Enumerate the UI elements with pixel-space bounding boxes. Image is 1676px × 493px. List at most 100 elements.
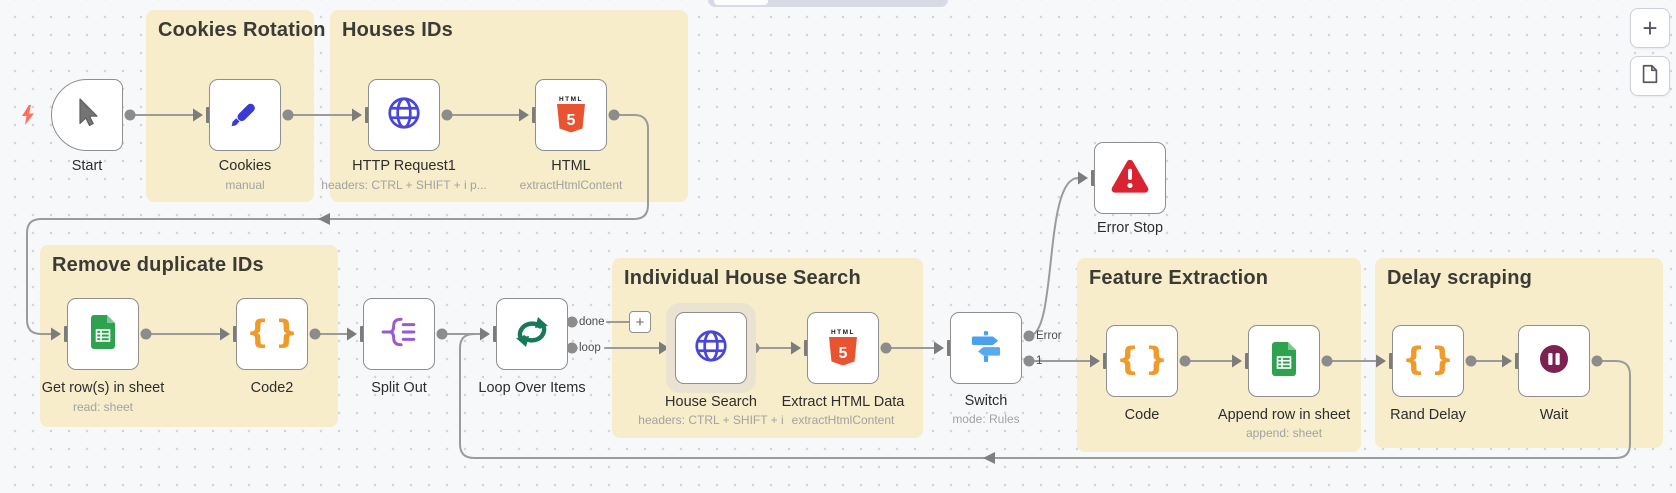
- node-subtitle: headers: CTRL + SHIFT + i: [638, 413, 784, 427]
- code-braces-icon: {}: [1116, 340, 1168, 378]
- node-cookies[interactable]: [209, 79, 281, 151]
- input-arrow: [1502, 354, 1512, 368]
- input-arrow: [659, 341, 669, 355]
- svg-text:5: 5: [567, 112, 576, 129]
- port-label-error: Error: [1036, 330, 1062, 342]
- loop-icon: [513, 315, 551, 354]
- input-arrow: [519, 108, 529, 122]
- output-port[interactable]: [608, 109, 620, 121]
- file-icon: [1639, 63, 1661, 90]
- node-label: Append row in sheet: [1217, 407, 1351, 423]
- code-braces-icon: {}: [246, 313, 298, 351]
- group-title: Feature Extraction: [1089, 267, 1269, 289]
- output-port[interactable]: [309, 328, 321, 340]
- node-label: Code2: [250, 380, 294, 396]
- input-arrow: [934, 341, 944, 355]
- node-label: House Search: [665, 394, 757, 410]
- wire: [26, 114, 649, 335]
- output-port[interactable]: [1321, 355, 1333, 367]
- input-arrow: [480, 327, 490, 341]
- node-rand-delay[interactable]: {}: [1392, 325, 1464, 397]
- output-port[interactable]: [1465, 355, 1477, 367]
- node-label: Loop Over Items: [478, 380, 586, 396]
- node-label: Extract HTML Data: [781, 394, 905, 410]
- output-port[interactable]: [1591, 355, 1603, 367]
- input-arrow: [193, 108, 203, 122]
- switch-icon: [969, 329, 1003, 368]
- node-label: Wait: [1539, 407, 1569, 423]
- output-port-error[interactable]: [1023, 330, 1035, 342]
- node-label: Rand Delay: [1390, 407, 1466, 423]
- zoom-in-button[interactable]: +: [1630, 8, 1670, 48]
- node-subtitle: manual: [225, 178, 265, 192]
- group-title: Cookies Rotation: [158, 19, 326, 41]
- wire-arrow: [318, 213, 330, 225]
- node-get-rows-in-sheet[interactable]: [67, 298, 139, 370]
- input-arrow: [1376, 354, 1386, 368]
- output-port[interactable]: [436, 328, 448, 340]
- node-split-out[interactable]: [363, 298, 435, 370]
- output-port[interactable]: [124, 109, 136, 121]
- globe-icon: [692, 327, 730, 370]
- pencil-icon: [227, 95, 263, 136]
- output-port-loop[interactable]: [566, 342, 578, 354]
- globe-icon: [385, 94, 423, 137]
- output-port[interactable]: [140, 328, 152, 340]
- node-subtitle: extractHtmlContent: [519, 178, 623, 192]
- port-label-done: done: [579, 316, 605, 328]
- warning-icon: [1110, 158, 1150, 199]
- output-port[interactable]: [1179, 355, 1191, 367]
- node-code2[interactable]: {}: [236, 298, 308, 370]
- node-label: Switch: [964, 393, 1008, 409]
- group-title: Delay scraping: [1387, 267, 1533, 289]
- node-error-stop[interactable]: [1094, 142, 1166, 214]
- wire: [459, 333, 1631, 459]
- input-arrow: [1078, 171, 1088, 185]
- port-label-loop: loop: [579, 342, 601, 354]
- output-port-1[interactable]: [1023, 355, 1035, 367]
- node-wait[interactable]: [1518, 325, 1590, 397]
- node-loop-over-items[interactable]: [496, 298, 568, 370]
- output-port[interactable]: [880, 342, 892, 354]
- wire-arrow: [983, 452, 995, 464]
- add-sticky-note-button[interactable]: [1630, 56, 1670, 96]
- plus-icon: +: [1642, 13, 1658, 43]
- input-arrow: [220, 327, 230, 341]
- node-label: Error Stop: [1096, 220, 1164, 236]
- node-label: HTTP Request1: [352, 158, 456, 174]
- node-house-search[interactable]: [675, 312, 747, 384]
- node-start[interactable]: [51, 79, 123, 151]
- node-http-request1[interactable]: [368, 79, 440, 151]
- partial-toolbar: [708, 0, 948, 7]
- cursor-icon: [70, 95, 104, 136]
- output-port[interactable]: [282, 109, 294, 121]
- group-title: Remove duplicate IDs: [52, 254, 264, 276]
- group-title: Houses IDs: [342, 19, 453, 41]
- input-arrow: [1232, 354, 1242, 368]
- node-switch[interactable]: [950, 312, 1022, 384]
- input-arrow: [791, 341, 801, 355]
- node-label: Code: [1124, 407, 1160, 423]
- node-label: Split Out: [371, 380, 427, 396]
- node-subtitle: extractHtmlContent: [791, 413, 895, 427]
- wire: [1028, 177, 1079, 337]
- node-code[interactable]: {}: [1106, 325, 1178, 397]
- output-port-done[interactable]: [566, 316, 578, 328]
- node-subtitle: read: sheet: [72, 400, 134, 414]
- output-port[interactable]: [441, 109, 453, 121]
- node-subtitle: mode: Rules: [952, 412, 1020, 426]
- add-node-button[interactable]: +: [629, 311, 651, 333]
- svg-text:5: 5: [839, 345, 848, 362]
- node-subtitle: headers: CTRL + SHIFT + i p...: [321, 178, 487, 192]
- node-append-row-in-sheet[interactable]: [1248, 325, 1320, 397]
- group-cookies-rotation[interactable]: Cookies Rotation: [146, 10, 325, 202]
- input-arrow: [347, 327, 357, 341]
- group-title: Individual House Search: [624, 267, 861, 289]
- port-label-1: 1: [1036, 355, 1043, 367]
- node-label: Start: [71, 158, 103, 174]
